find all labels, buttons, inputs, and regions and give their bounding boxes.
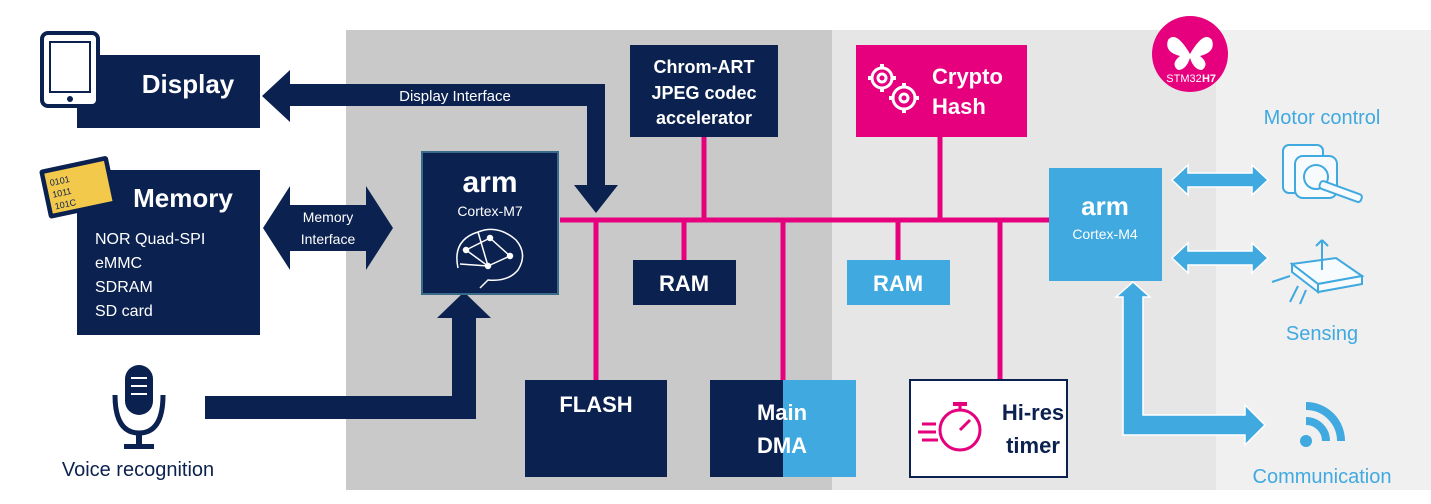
display-block: Display bbox=[77, 55, 260, 128]
cortex-m4-block: arm Cortex-M4 bbox=[1049, 168, 1162, 281]
chrom-art-line3: accelerator bbox=[656, 108, 752, 128]
memory-interface-label-1: Memory bbox=[303, 209, 354, 225]
hires-timer-block: Hi-res timer bbox=[909, 379, 1068, 478]
sensor-chip-icon bbox=[1271, 239, 1365, 305]
memory-item-emmc: eMMC bbox=[95, 255, 142, 272]
cortex-m4-core: Cortex-M4 bbox=[1072, 226, 1138, 242]
main-dma-line2: DMA bbox=[757, 433, 807, 458]
display-interface-label: Display Interface bbox=[399, 88, 511, 105]
crypto-hash-block: Crypto Hash bbox=[856, 45, 1027, 137]
logo-series: H7 bbox=[1202, 73, 1216, 85]
hires-timer-line1: Hi-res bbox=[1002, 400, 1064, 425]
microphone-icon bbox=[112, 365, 166, 449]
cortex-m4-brand: arm bbox=[1081, 191, 1129, 221]
stepper-motor-icon bbox=[1282, 144, 1363, 203]
gears-icon bbox=[868, 64, 919, 113]
memory-interface-arrow bbox=[263, 186, 393, 270]
memory-title: Memory bbox=[133, 183, 233, 213]
logo-brand: STM32 bbox=[1166, 73, 1201, 85]
hires-timer-line2: timer bbox=[1006, 433, 1060, 458]
voice-arrow bbox=[205, 292, 491, 419]
stm32-h7-logo: STM32 H7 bbox=[1152, 16, 1228, 92]
brain-network-icon bbox=[456, 228, 524, 289]
memory-chip-icon: 0101 1011 101C bbox=[39, 156, 118, 219]
main-dma-block: Main DMA bbox=[710, 380, 856, 477]
ram-m7-label: RAM bbox=[659, 271, 709, 296]
crypto-line2: Hash bbox=[932, 94, 986, 119]
memory-item-sdram: SDRAM bbox=[95, 279, 153, 296]
interconnect-bus bbox=[560, 136, 1050, 380]
cortex-m7-brand: arm bbox=[462, 166, 517, 199]
cortex-m7-core: Cortex-M7 bbox=[457, 203, 523, 219]
motor-control-arrow bbox=[1170, 163, 1270, 197]
memory-item-sdcard: SD card bbox=[95, 303, 153, 320]
cortex-m7-block: arm Cortex-M7 bbox=[421, 151, 559, 295]
ram-m4-block: RAM bbox=[847, 260, 950, 305]
motor-control-label: Motor control bbox=[1264, 107, 1381, 129]
chrom-art-line2: JPEG codec bbox=[651, 83, 756, 103]
display-interface-arrow bbox=[262, 70, 618, 213]
crypto-line1: Crypto bbox=[932, 64, 1003, 89]
butterfly-logo-icon bbox=[1167, 37, 1213, 70]
svg-text:101C: 101C bbox=[54, 197, 78, 211]
communication-arrow bbox=[1114, 280, 1267, 447]
wifi-signal-icon bbox=[1300, 402, 1345, 447]
main-dma-line1: Main bbox=[757, 400, 807, 425]
communication-label: Communication bbox=[1253, 466, 1392, 488]
memory-item-nor: NOR Quad-SPI bbox=[95, 231, 205, 248]
chrom-art-line1: Chrom-ART bbox=[654, 57, 755, 77]
stopwatch-icon bbox=[918, 402, 982, 452]
flash-label: FLASH bbox=[559, 392, 632, 417]
svg-text:0101: 0101 bbox=[49, 174, 71, 188]
display-title: Display bbox=[142, 69, 235, 99]
ram-m4-label: RAM bbox=[873, 271, 923, 296]
tablet-icon bbox=[40, 31, 100, 108]
sensing-arrow bbox=[1170, 241, 1270, 275]
voice-label: Voice recognition bbox=[62, 459, 214, 481]
ram-m7-block: RAM bbox=[633, 260, 736, 305]
sensing-label: Sensing bbox=[1286, 323, 1358, 345]
chrom-art-block: Chrom-ART JPEG codec accelerator bbox=[630, 45, 778, 137]
memory-interface-label-2: Interface bbox=[301, 231, 356, 247]
flash-block: FLASH bbox=[525, 380, 667, 477]
svg-text:1011: 1011 bbox=[51, 186, 72, 200]
